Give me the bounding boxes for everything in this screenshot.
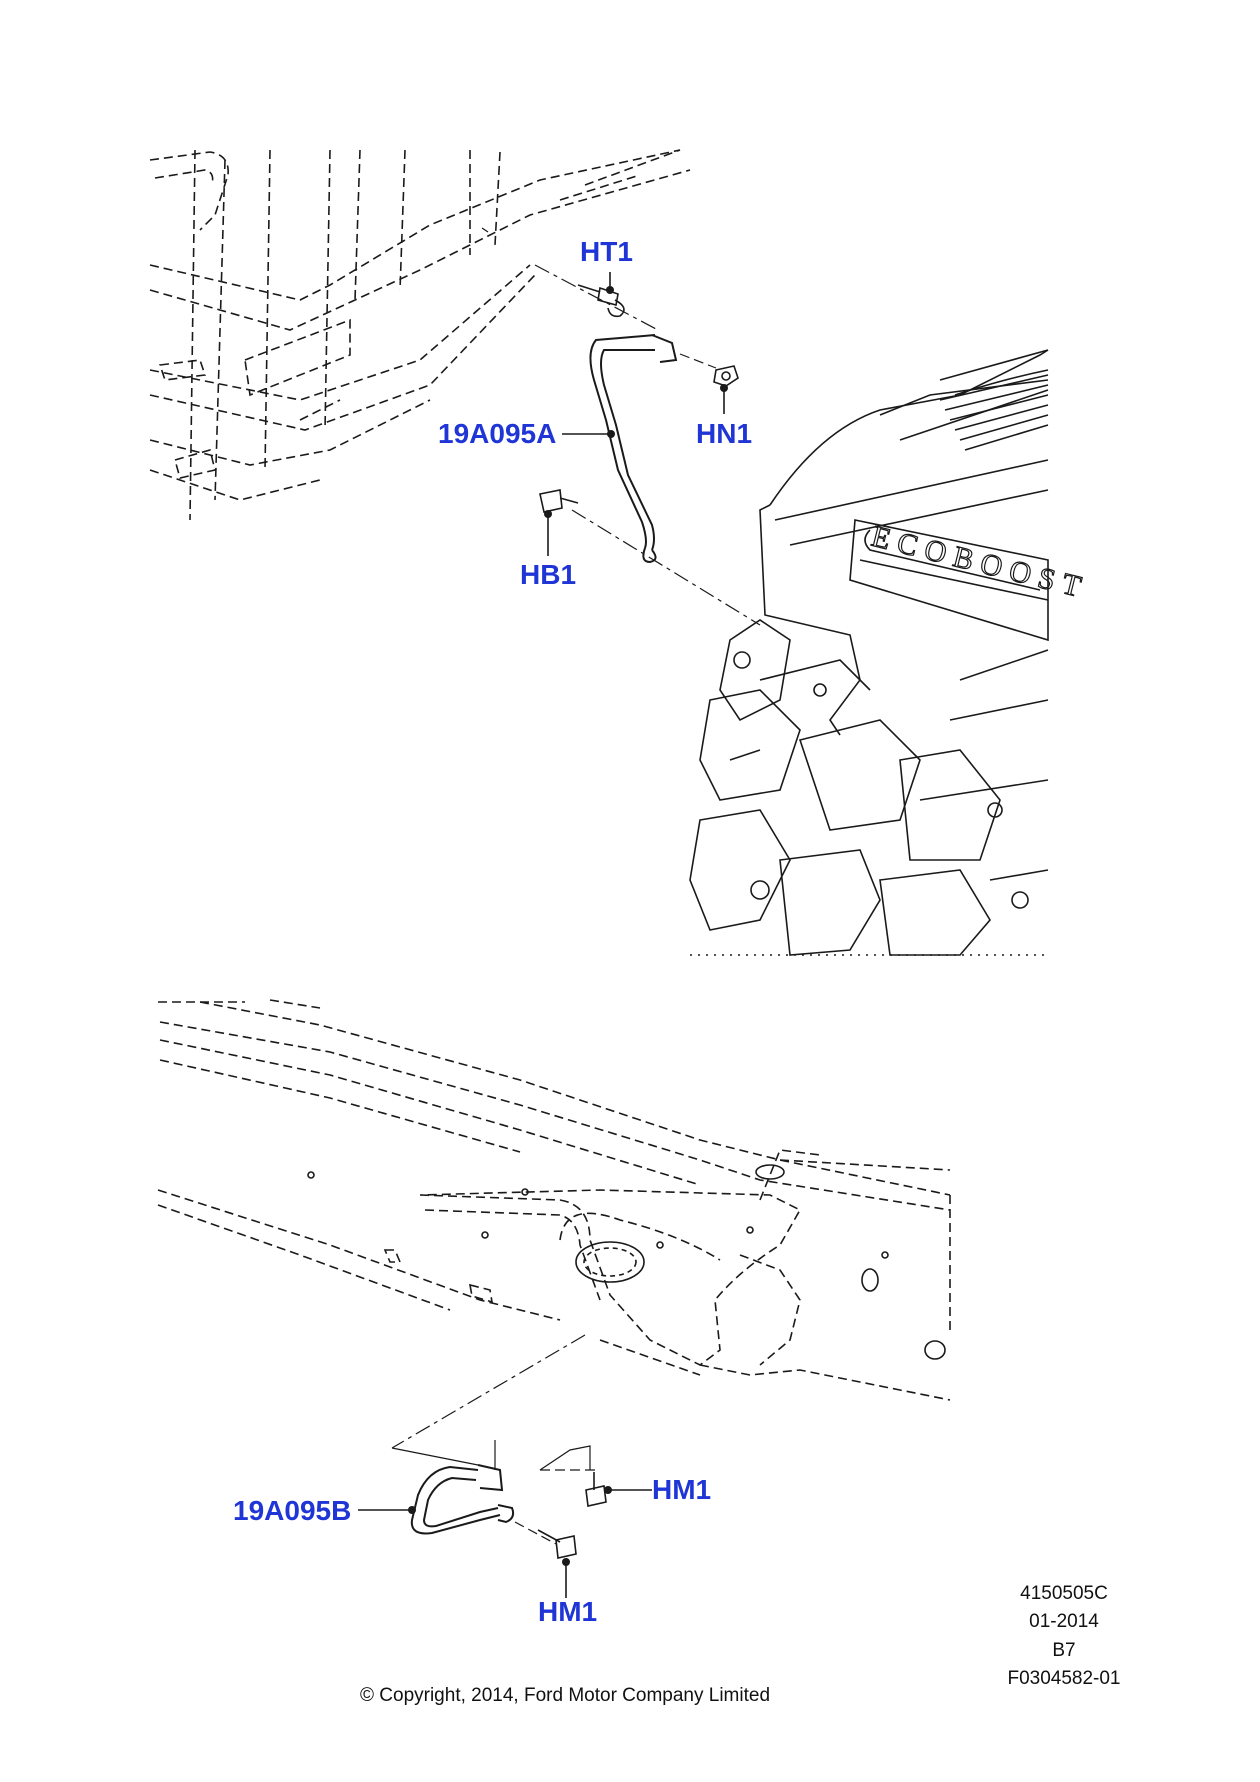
engine-badge-text: ECOBOOST bbox=[868, 520, 1092, 606]
leader-lines-upper bbox=[547, 272, 725, 556]
leader-dots-upper bbox=[544, 286, 728, 518]
reference-number: 4150505C bbox=[1020, 1583, 1108, 1604]
engine-assembly bbox=[689, 349, 1049, 956]
bolt-hm1-lower bbox=[537, 1529, 577, 1559]
callout-19a095a: 19A095A bbox=[438, 418, 557, 449]
issue-date: 01-2014 bbox=[1029, 1611, 1099, 1632]
leader-lines-lower bbox=[358, 1489, 652, 1598]
copyright-notice: © Copyright, 2014, Ford Motor Company Li… bbox=[360, 1685, 771, 1706]
callout-hn1: HN1 bbox=[696, 418, 753, 449]
callout-hm1-lower: HM1 bbox=[538, 1596, 598, 1627]
body-structure-upper bbox=[149, 149, 691, 521]
assembly-guides-lower bbox=[391, 1334, 595, 1545]
leader-dots-lower bbox=[408, 1486, 612, 1566]
callout-19a095b: 19A095B bbox=[233, 1495, 352, 1526]
figure-id: F0304582-01 bbox=[1007, 1668, 1121, 1689]
stud-ht1 bbox=[577, 284, 625, 318]
variant-code: B7 bbox=[1052, 1640, 1076, 1661]
frame-rail-holes bbox=[307, 1164, 946, 1360]
callout-hb1: HB1 bbox=[520, 559, 577, 590]
bolt-hb1 bbox=[539, 489, 579, 513]
nut-hn1 bbox=[713, 365, 739, 387]
frame-rail-lower bbox=[157, 999, 951, 1401]
callout-ht1: HT1 bbox=[580, 236, 633, 267]
bolt-hm1-upper bbox=[585, 1472, 607, 1507]
assembly-guides-upper bbox=[481, 227, 761, 626]
ground-strap-b bbox=[410, 1464, 515, 1535]
ground-strap-a bbox=[589, 334, 678, 564]
callout-hm1-upper: HM1 bbox=[652, 1474, 712, 1505]
